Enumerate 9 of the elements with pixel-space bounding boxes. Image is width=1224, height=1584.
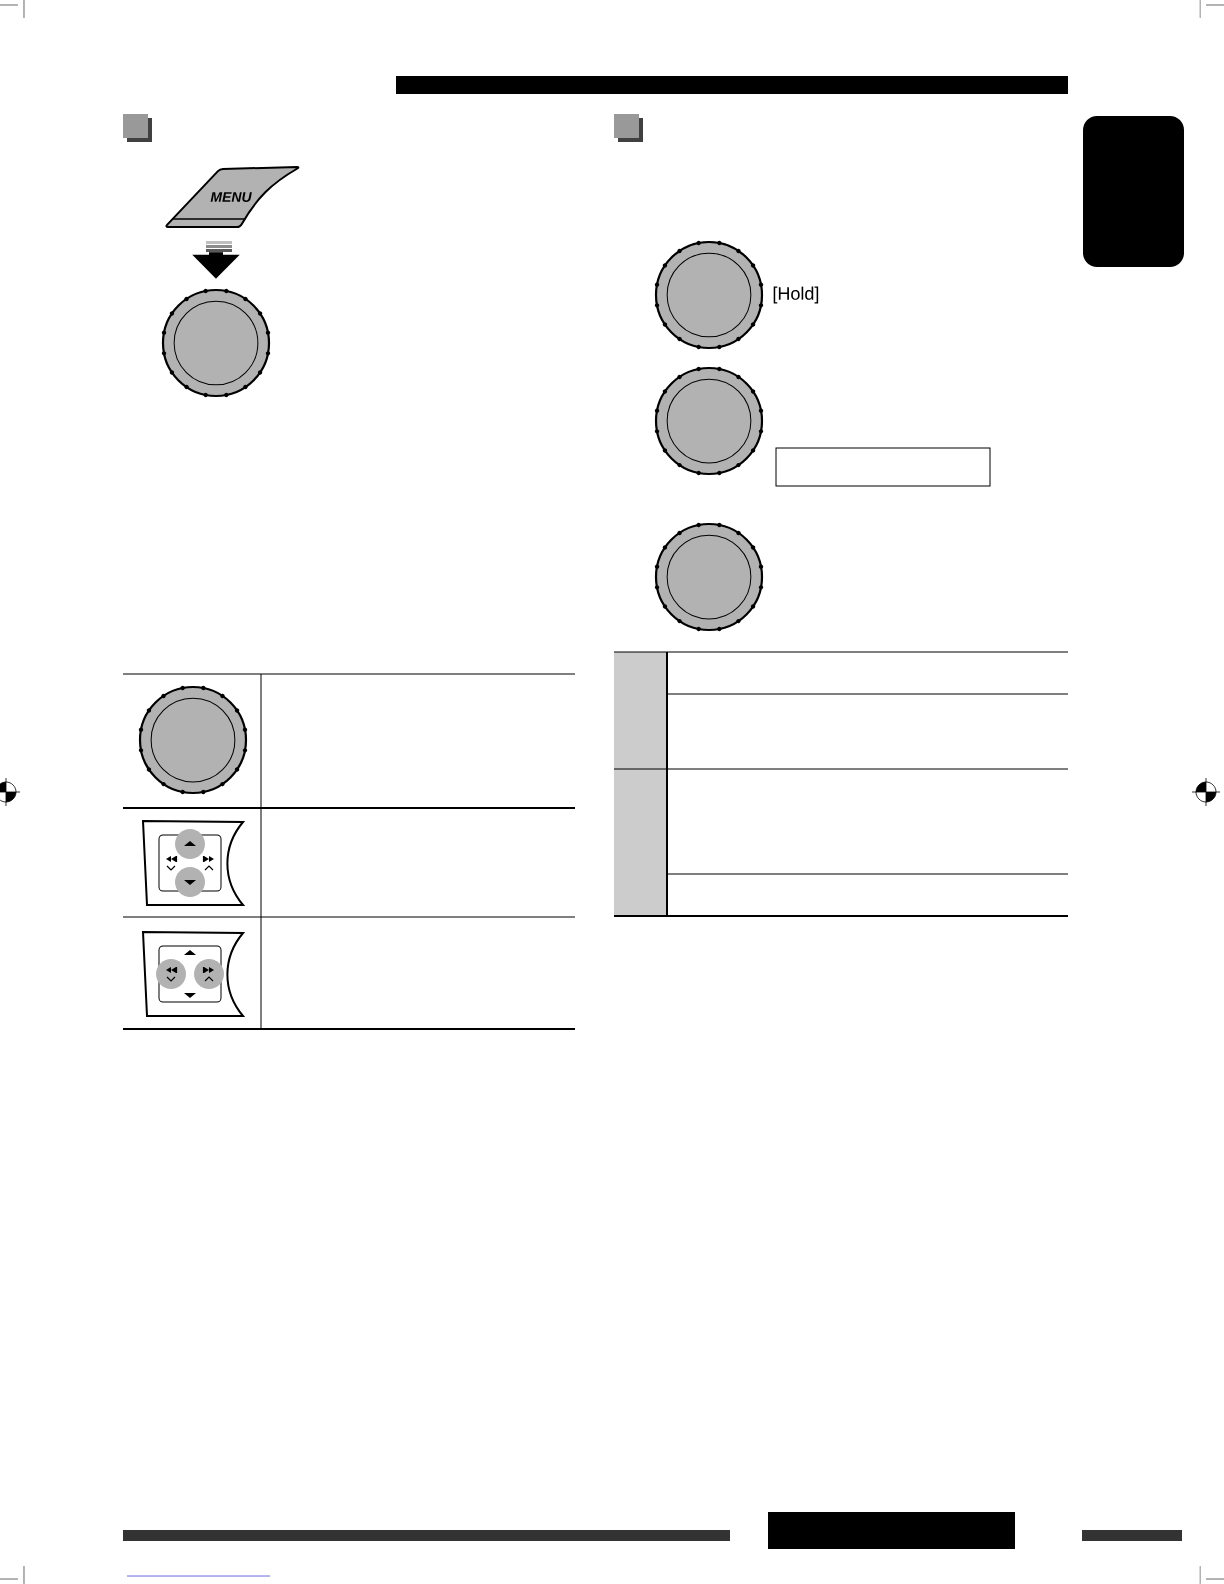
hold-note: [Hold] (773, 286, 819, 304)
display-box (775, 447, 991, 487)
control-knob (161, 288, 271, 398)
control-knob (654, 366, 764, 476)
side-tab (1083, 116, 1184, 267)
control-knob (654, 522, 764, 632)
menu-button: MENU (165, 166, 300, 228)
control-knob (138, 685, 248, 795)
control-knob (654, 240, 764, 350)
